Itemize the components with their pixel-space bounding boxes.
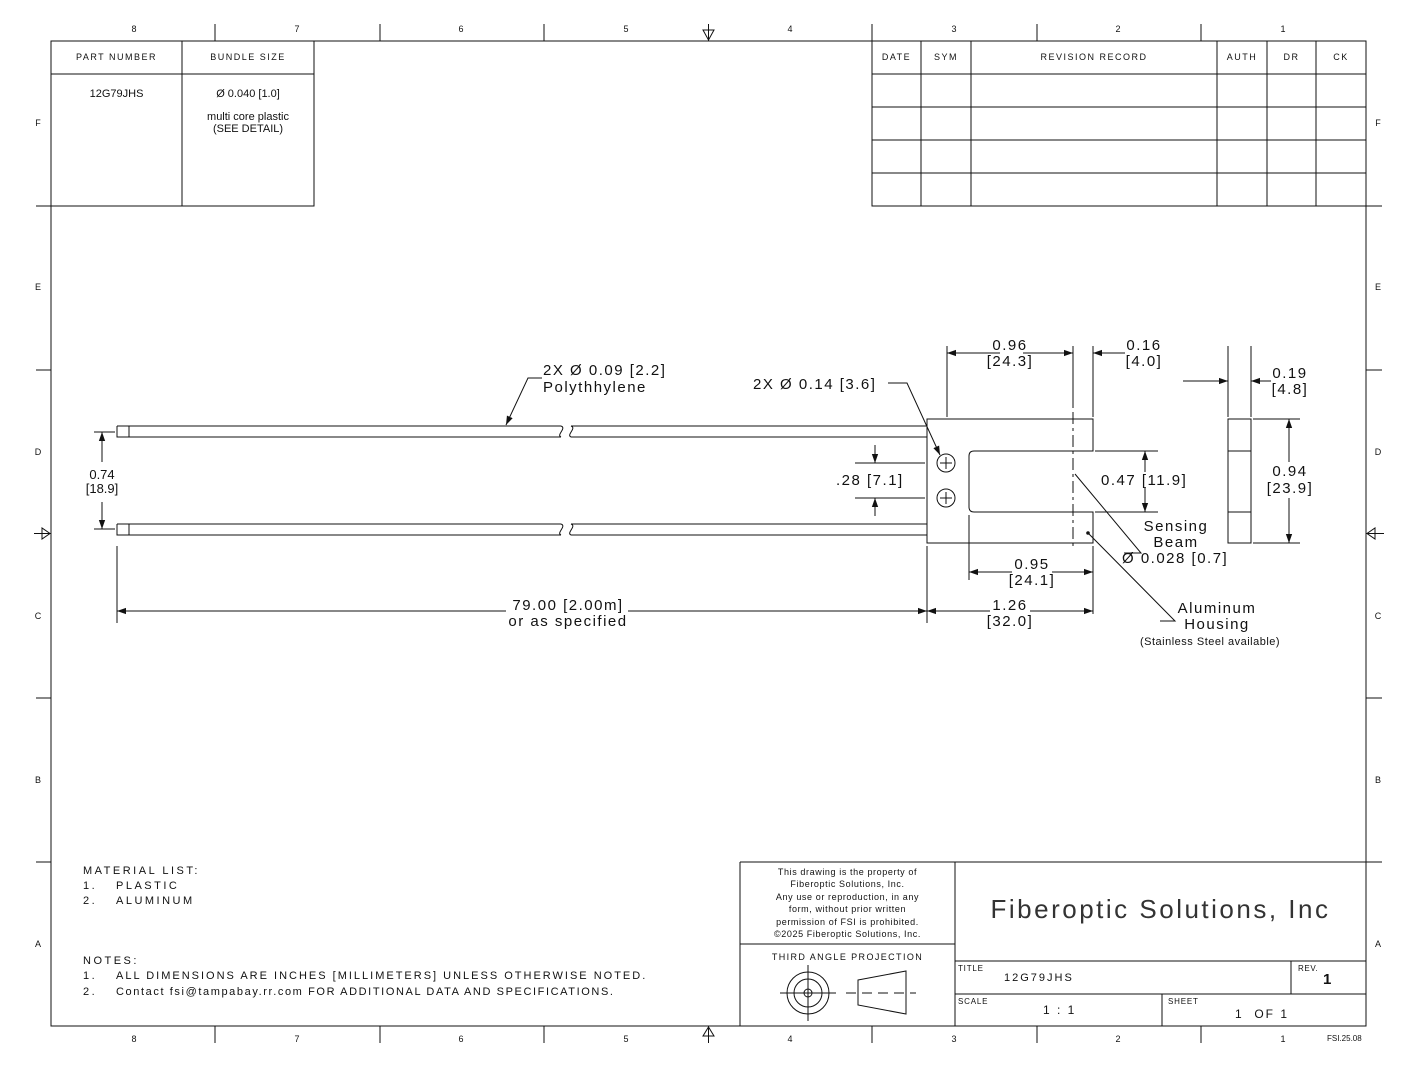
zone-row-label: B	[34, 775, 41, 785]
zone-col-label: 2	[1115, 24, 1121, 34]
dim-cable-length: 79.00 [2.00m]	[512, 597, 624, 614]
zone-col-label: 1	[1280, 1034, 1286, 1044]
rev-header-dr: DR	[1283, 52, 1300, 62]
projection-label: THIRD ANGLE PROJECTION	[771, 952, 924, 962]
zone-row-label: A	[34, 939, 41, 949]
bundle-note: multi core plastic	[207, 111, 289, 123]
material-item-number: 2.	[83, 895, 98, 907]
note-text: ALL DIMENSIONS ARE INCHES [MILLIMETERS] …	[116, 970, 648, 982]
zone-col-label: 3	[951, 1034, 957, 1044]
property-notice-line: permission of FSI is prohibited.	[776, 917, 919, 927]
housing-material-label: Housing	[1184, 616, 1250, 633]
dim-slot-depth-mm: [24.3]	[986, 353, 1034, 370]
rev-header-auth: AUTH	[1226, 52, 1258, 62]
zone-col-label: 2	[1115, 1034, 1121, 1044]
zone-col-label: 6	[458, 24, 464, 34]
sensing-beam-diameter: Ø 0.028 [0.7]	[1122, 550, 1229, 567]
zone-row-label: D	[1374, 447, 1382, 457]
bundle-note: (SEE DETAIL)	[212, 123, 284, 135]
dim-height: 0.94	[1272, 463, 1308, 480]
dim-slot-length-mm: [24.1]	[1008, 572, 1056, 589]
zone-col-label: 5	[623, 24, 629, 34]
housing-material-label: Aluminum	[1177, 600, 1257, 617]
sheet-label: SHEET	[1168, 997, 1199, 1006]
zone-row-label: E	[34, 282, 41, 292]
zone-row-label: C	[1374, 611, 1382, 621]
rev-header-sym: SYM	[933, 52, 958, 62]
property-notice-line: This drawing is the property of	[777, 867, 918, 877]
zone-col-label: 3	[951, 24, 957, 34]
drawing-title: 12G79JHS	[1004, 972, 1074, 984]
zone-row-label: F	[1375, 118, 1381, 128]
dim-cable-length-note: or as specified	[508, 613, 628, 630]
zone-row-label: F	[35, 118, 41, 128]
revision-value: 1	[1323, 971, 1332, 988]
zone-col-label: 1	[1280, 24, 1286, 34]
zone-col-label: 6	[458, 1034, 464, 1044]
dim-cable-spacing: 0.74	[89, 467, 115, 482]
zone-col-label: 8	[131, 1034, 137, 1044]
dim-housing-length-mm: [32.0]	[986, 613, 1034, 630]
property-notice-line: Any use or reproduction, in any	[775, 892, 920, 902]
dim-slot-depth: 0.96	[992, 337, 1028, 354]
title-label: TITLE	[958, 964, 984, 973]
property-notice-line: Fiberoptic Solutions, Inc.	[790, 879, 905, 889]
revision-label: REV.	[1298, 964, 1319, 973]
property-notice-line: form, without prior written	[788, 904, 907, 914]
part-number-value: 12G79JHS	[89, 88, 144, 100]
bundle-size-value: Ø 0.040 [1.0]	[216, 88, 280, 100]
note-text: Contact fsi@tampabay.rr.com FOR ADDITION…	[116, 986, 615, 998]
dim-cable-spacing-mm: [18.9]	[85, 481, 119, 496]
rev-header-record: REVISION RECORD	[1040, 52, 1148, 62]
dim-cable-material: Polythhylene	[543, 379, 647, 396]
material-list-title: MATERIAL LIST:	[83, 865, 200, 877]
dim-arm-width-mm: [4.0]	[1125, 353, 1163, 370]
dim-cable-diameter: 2X Ø 0.09 [2.2]	[543, 362, 667, 379]
company-name: Fiberoptic Solutions, Inc	[990, 894, 1331, 924]
rev-header-ck: CK	[1333, 52, 1349, 62]
dim-thickness: 0.19	[1272, 365, 1308, 382]
zone-row-label: D	[34, 447, 42, 457]
dim-slot-length: 0.95	[1014, 556, 1050, 573]
dim-thickness-mm: [4.8]	[1271, 381, 1309, 398]
material-item: PLASTIC	[116, 880, 180, 892]
note-number: 1.	[83, 970, 98, 982]
material-item-number: 1.	[83, 880, 98, 892]
dim-housing-length: 1.26	[992, 597, 1028, 614]
dim-height-mm: [23.9]	[1266, 480, 1314, 497]
zone-row-label: A	[1374, 939, 1381, 949]
zone-col-label: 4	[787, 24, 793, 34]
property-notice-line: ©2025 Fiberoptic Solutions, Inc.	[774, 929, 921, 939]
dim-hole-diameter: 2X Ø 0.14 [3.6]	[753, 376, 877, 393]
parts-header-bundle-size: BUNDLE SIZE	[210, 52, 286, 62]
material-item: ALUMINUM	[116, 895, 195, 907]
notes-title: NOTES:	[83, 955, 139, 967]
zone-col-label: 5	[623, 1034, 629, 1044]
sensing-beam-label: Beam	[1153, 534, 1199, 551]
zone-row-label: E	[1374, 282, 1381, 292]
zone-row-label: B	[1374, 775, 1381, 785]
dim-hole-spacing: .28 [7.1]	[836, 472, 904, 489]
zone-row-label: C	[34, 611, 42, 621]
sensing-beam-label: Sensing	[1143, 518, 1209, 535]
sheet-value: 1 OF 1	[1235, 1007, 1290, 1021]
scale-label: SCALE	[958, 997, 989, 1006]
rev-header-date: DATE	[881, 52, 912, 62]
zone-col-label: 7	[294, 1034, 300, 1044]
dim-arm-width: 0.16	[1126, 337, 1162, 354]
zone-col-label: 7	[294, 24, 300, 34]
housing-alt-material: (Stainless Steel available)	[1140, 636, 1281, 648]
scale-value: 1 : 1	[1043, 1003, 1077, 1017]
note-number: 2.	[83, 986, 98, 998]
zone-col-label: 4	[787, 1034, 793, 1044]
dim-slot-gap: 0.47 [11.9]	[1101, 472, 1188, 489]
drawing-code: FSI.25.08	[1327, 1034, 1362, 1043]
parts-header-part-number: PART NUMBER	[75, 52, 157, 62]
zone-col-label: 8	[131, 24, 137, 34]
